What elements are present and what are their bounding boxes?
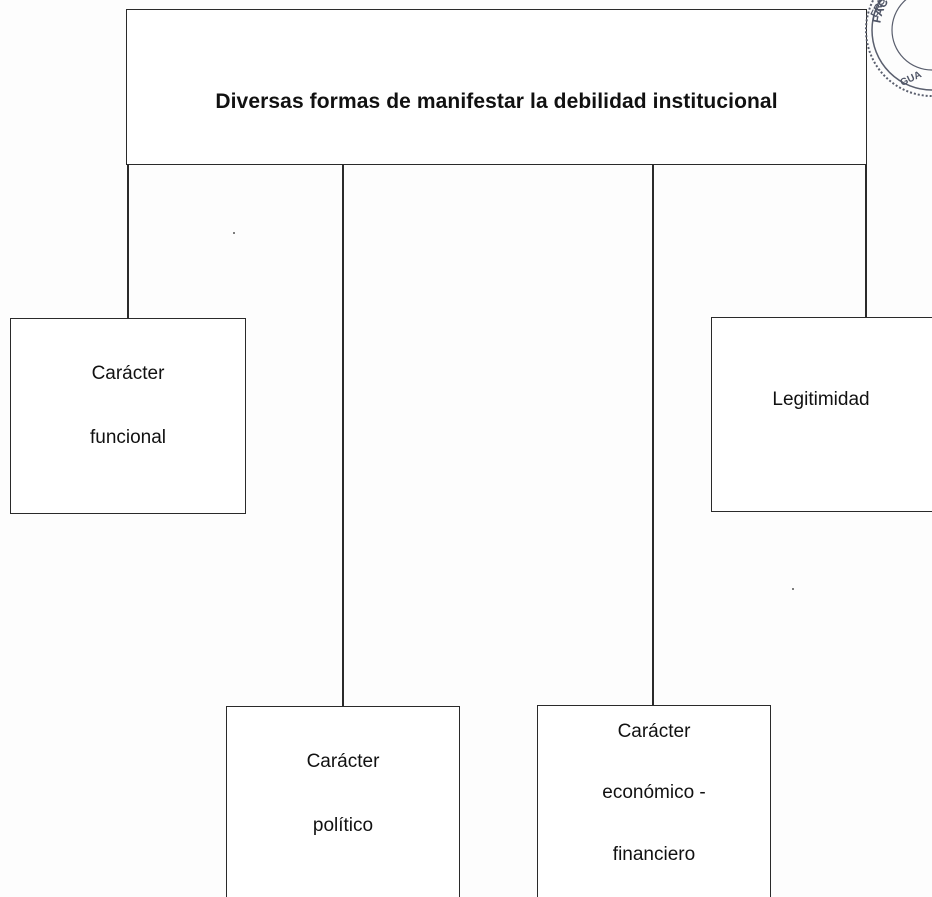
node-legitimidad-line-1: Legitimidad [772, 389, 870, 410]
node-politico-line-2: político [312, 815, 374, 836]
node-funcional-line-2: funcional [89, 427, 167, 448]
node-economico-line-3: financiero [612, 844, 696, 865]
scan-speck [233, 232, 235, 234]
node-economico-line-2: económico - [602, 782, 706, 803]
institutional-seal-icon: FACULT ERSID GUA [865, 0, 932, 97]
connector-legitimidad [865, 163, 867, 318]
connector-politico [342, 163, 344, 707]
node-funcional: Carácter funcional [10, 318, 246, 514]
node-economico-line-1: Carácter [617, 721, 691, 742]
title-box: Diversas formas de manifestar la debilid… [126, 9, 867, 165]
node-legitimidad: Legitimidad [711, 317, 932, 512]
title-label: Diversas formas de manifestar la debilid… [215, 90, 778, 113]
connector-funcional [127, 163, 129, 319]
scan-speck [792, 588, 794, 590]
node-economico: Carácter económico - financiero [537, 705, 771, 897]
connector-economico [652, 163, 654, 706]
node-politico: Carácter político [226, 706, 460, 897]
node-funcional-line-1: Carácter [91, 363, 165, 384]
node-politico-line-1: Carácter [306, 751, 380, 772]
